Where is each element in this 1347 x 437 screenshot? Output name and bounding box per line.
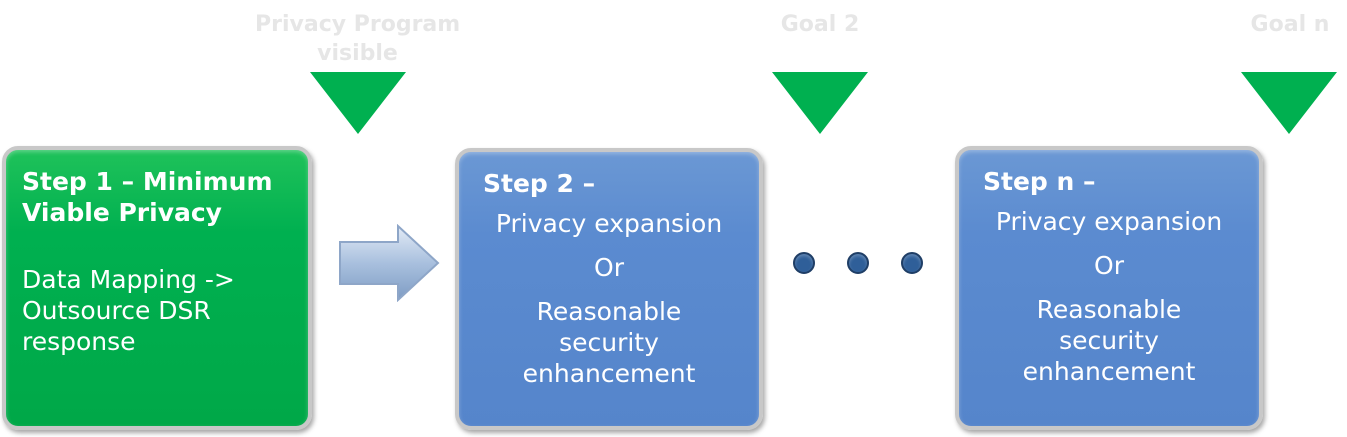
continuation-dot bbox=[793, 252, 815, 274]
goal-label-line1: Goal 2 bbox=[780, 12, 860, 37]
goal-label-line1: Privacy Program bbox=[255, 12, 461, 37]
step-n-line4: security bbox=[1059, 326, 1159, 355]
step-n-line5: enhancement bbox=[1022, 357, 1196, 386]
goal-label-goal-n: Goal n bbox=[1230, 10, 1347, 39]
goal-marker-2 bbox=[772, 72, 868, 134]
triangle-down-icon bbox=[1241, 72, 1337, 134]
step-n-box: Step n – Privacy expansion Or Reasonable… bbox=[955, 146, 1263, 430]
step-2-line4: security bbox=[559, 328, 659, 357]
goal-label-privacy-program: Privacy Program visible bbox=[255, 10, 460, 68]
step-n-line3: Reasonable bbox=[1036, 295, 1182, 324]
step-2-line5: enhancement bbox=[522, 359, 696, 388]
step-1-body-line3: response bbox=[22, 327, 136, 356]
step-n-line1: Privacy expansion bbox=[995, 207, 1223, 236]
step-1-title-line2: Viable Privacy bbox=[22, 198, 222, 227]
step-1-body: Data Mapping -> Outsource DSR response bbox=[22, 264, 298, 357]
step-2-title: Step 2 – bbox=[483, 169, 596, 198]
continuation-dot bbox=[847, 252, 869, 274]
step-n-line2: Or bbox=[1094, 251, 1124, 280]
right-arrow-icon bbox=[339, 224, 440, 302]
step-n-body: Privacy expansion Or Reasonable security… bbox=[969, 206, 1249, 387]
step-2-line1: Privacy expansion bbox=[495, 209, 723, 238]
goal-marker-1 bbox=[310, 72, 406, 134]
goal-label-line1: Goal n bbox=[1250, 12, 1330, 37]
goal-label-line2: visible bbox=[317, 41, 398, 66]
step-2-line3: Reasonable bbox=[536, 297, 682, 326]
step-1-title-line1: Step 1 – Minimum bbox=[22, 167, 273, 196]
triangle-down-icon bbox=[310, 72, 406, 134]
step-1-title: Step 1 – Minimum Viable Privacy bbox=[22, 166, 298, 228]
triangle-down-icon bbox=[772, 72, 868, 134]
goal-label-goal-2: Goal 2 bbox=[760, 10, 880, 39]
step-n-title: Step n – bbox=[983, 167, 1096, 196]
step-2-body: Privacy expansion Or Reasonable security… bbox=[469, 208, 749, 389]
goal-marker-3 bbox=[1241, 72, 1337, 134]
step-1-body-line1: Data Mapping -> bbox=[22, 265, 235, 294]
step-2-line2: Or bbox=[594, 253, 624, 282]
step-1-box: Step 1 – Minimum Viable Privacy Data Map… bbox=[2, 146, 312, 430]
step-1-body-line2: Outsource DSR bbox=[22, 296, 211, 325]
continuation-dot bbox=[901, 252, 923, 274]
step-2-box: Step 2 – Privacy expansion Or Reasonable… bbox=[455, 148, 763, 430]
